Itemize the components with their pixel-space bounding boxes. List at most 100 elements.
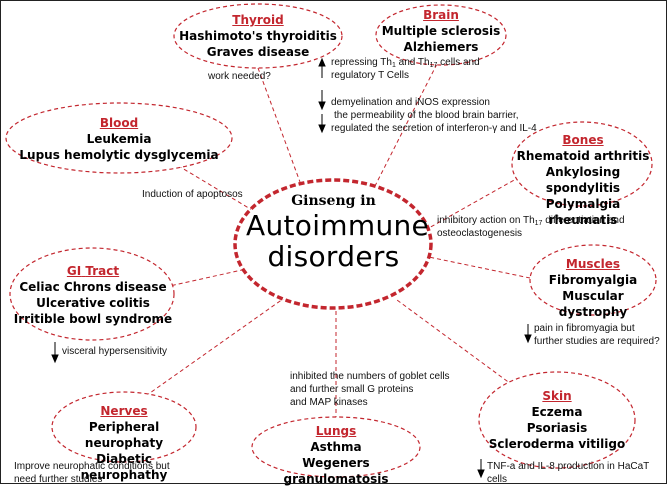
note-brain-up-text-b: and Th [395, 57, 430, 68]
thyroid-item: Hashimoto's thyroiditis [179, 29, 337, 43]
note-brain-up-line2: regulatory T Cells [331, 70, 409, 81]
skin-item: Eczema [531, 405, 583, 419]
blood-item: Lupus hemolytic dysglycemia [19, 148, 219, 162]
note-brain-down-line2: the permeability of the blood brain barr… [334, 110, 519, 121]
node-nerves: Nerves Peripheral neurophaty Diabetic ne… [54, 403, 194, 483]
skin-ellipse [478, 371, 636, 469]
thyroid-item: Graves disease [206, 45, 310, 59]
brain-title: Brain [423, 8, 459, 22]
muscles-title: Muscles [565, 257, 621, 271]
note-lungs-line2: and further small G proteins [290, 384, 414, 395]
note-nerves-line1: Improve neurophatic conditions but [14, 461, 170, 472]
skin-title: Skin [542, 389, 572, 403]
brain-ellipse [375, 4, 507, 66]
skin-item: Scleroderma vitiligo [488, 437, 626, 451]
brain-up-arrow [318, 57, 326, 78]
gi-ellipse [9, 247, 175, 341]
note-brain-down: demyelination and iNOS expression the pe… [331, 96, 566, 135]
lungs-item: Asthma [310, 440, 362, 454]
nerves-title: Nerves [100, 404, 148, 418]
note-muscles-line1: pain in fibromyagia but [534, 323, 635, 334]
muscles-item: Muscular dystrophy [558, 289, 628, 319]
note-skin-line1: TNF-a and IL-8 production in HaCaT [487, 461, 650, 472]
lungs-item: Wegeners granulomatosis [283, 456, 389, 486]
note-nerves-line2: need further studies [14, 474, 103, 485]
center-line3: disorders [267, 240, 400, 273]
connector-blood [171, 161, 273, 223]
gi-item: Irritible bowl syndrome [13, 312, 173, 326]
thyroid-ellipse [173, 3, 343, 69]
gi-down-arrow [51, 342, 59, 364]
note-skin-line2: cells [487, 474, 508, 485]
note-bones-text-a: inhibitory action on Th [437, 215, 535, 226]
note-gi: visceral hypersensitivity [62, 346, 168, 357]
gi-title-b: Tract [85, 264, 120, 278]
note-brain-up-text-c: cells and [437, 57, 480, 68]
note-bones: inhibitory action on Th17 differentiatio… [437, 214, 662, 240]
connector-muscles [423, 255, 531, 279]
bones-item: Rhematoid arthritis [516, 149, 650, 163]
note-muscles-line2: further studies are required? [534, 336, 660, 347]
node-bones: Bones Rhematoid arthritis Ankylosing spo… [514, 132, 652, 228]
bones-item: Polymalgia rheumatis [545, 197, 621, 227]
gi-item: Ulcerative colitis [36, 296, 150, 310]
gi-title-a: GI [66, 264, 82, 278]
node-blood: Blood Leukemia Lupus hemolytic dysglycem… [10, 115, 228, 163]
muscles-item: Fibromyalgia [548, 273, 638, 287]
connector-nerves [139, 293, 291, 401]
blood-title: Blood [99, 116, 139, 130]
center-ellipse [233, 178, 433, 310]
nerves-item: Diabetic neurophathy [80, 452, 168, 482]
note-brain-down-line1: demyelination and iNOS expression [331, 97, 490, 108]
note-brain-up-sub1: 1 [391, 62, 396, 69]
brain-item: Alzhiemers [403, 40, 479, 54]
note-bones-text-b: differentiation and [542, 215, 625, 226]
note-thyroid: work needed? [208, 71, 271, 82]
nerves-item: Peripheral neurophaty [84, 420, 164, 450]
center-label: Ginseng in Autoimmune disorders [246, 193, 430, 273]
note-lungs-line1: inhibited the numbers of goblet cells [290, 371, 450, 382]
note-blood: Induction of apoptosos [142, 189, 243, 200]
brain-down-arrow-2 [318, 114, 326, 134]
note-brain-up-sub2: 17 [429, 62, 438, 69]
gi-title: GI Tract [12, 263, 174, 279]
node-gi-tract: GI Tract Celiac Chrons disease Ulcerativ… [12, 263, 174, 327]
note-skin: TNF-a and IL-8 production in HaCaT cells [487, 460, 665, 486]
nerves-ellipse [51, 391, 197, 463]
node-brain: Brain Multiple sclerosis Alzhiemers [381, 7, 501, 55]
node-skin: Skin Eczema Psoriasis Scleroderma vitili… [484, 388, 630, 452]
lungs-ellipse [251, 416, 421, 478]
lungs-title: Lungs [315, 424, 357, 438]
muscles-ellipse [529, 244, 657, 316]
connector-thyroid [257, 67, 301, 183]
node-muscles: Muscles Fibromyalgia Muscular dystrophy [530, 256, 656, 320]
note-brain-down-line3: regulated the secretion of interferon-γ … [331, 123, 537, 134]
note-brain-up: repressing Th1 and Th17 cells and regula… [331, 56, 531, 82]
note-nerves: Improve neurophatic conditions but need … [14, 460, 234, 486]
node-lungs: Lungs Asthma Wegeners granulomatosis [254, 423, 418, 487]
blood-item: Leukemia [86, 132, 152, 146]
note-bones-line2: osteoclastogenesis [437, 228, 523, 239]
note-muscles: pain in fibromyagia but further studies … [534, 322, 668, 348]
connector-gi [164, 269, 243, 288]
note-lungs-line3: and MAP kinases [290, 397, 368, 408]
brain-item: Multiple sclerosis [381, 24, 501, 38]
note-brain-up-text-a: repressing Th [331, 57, 392, 68]
skin-down-arrow [477, 459, 485, 479]
note-bones-sub: 17 [534, 220, 543, 227]
center-line2: Autoimmune [246, 209, 430, 242]
gi-item: Celiac Chrons disease [19, 280, 167, 294]
bones-ellipse [511, 121, 653, 207]
node-thyroid: Thyroid Hashimoto's thyroiditis Graves d… [176, 12, 340, 60]
thyroid-title: Thyroid [232, 13, 284, 27]
muscles-down-arrow [524, 324, 532, 344]
blood-ellipse [5, 102, 233, 174]
note-lungs: inhibited the numbers of goblet cells an… [290, 370, 490, 409]
center-line1: Ginseng in [291, 193, 376, 209]
skin-item: Psoriasis [526, 421, 588, 435]
connector-bones [419, 169, 533, 234]
connector-brain [374, 57, 441, 187]
bones-title: Bones [562, 133, 604, 147]
